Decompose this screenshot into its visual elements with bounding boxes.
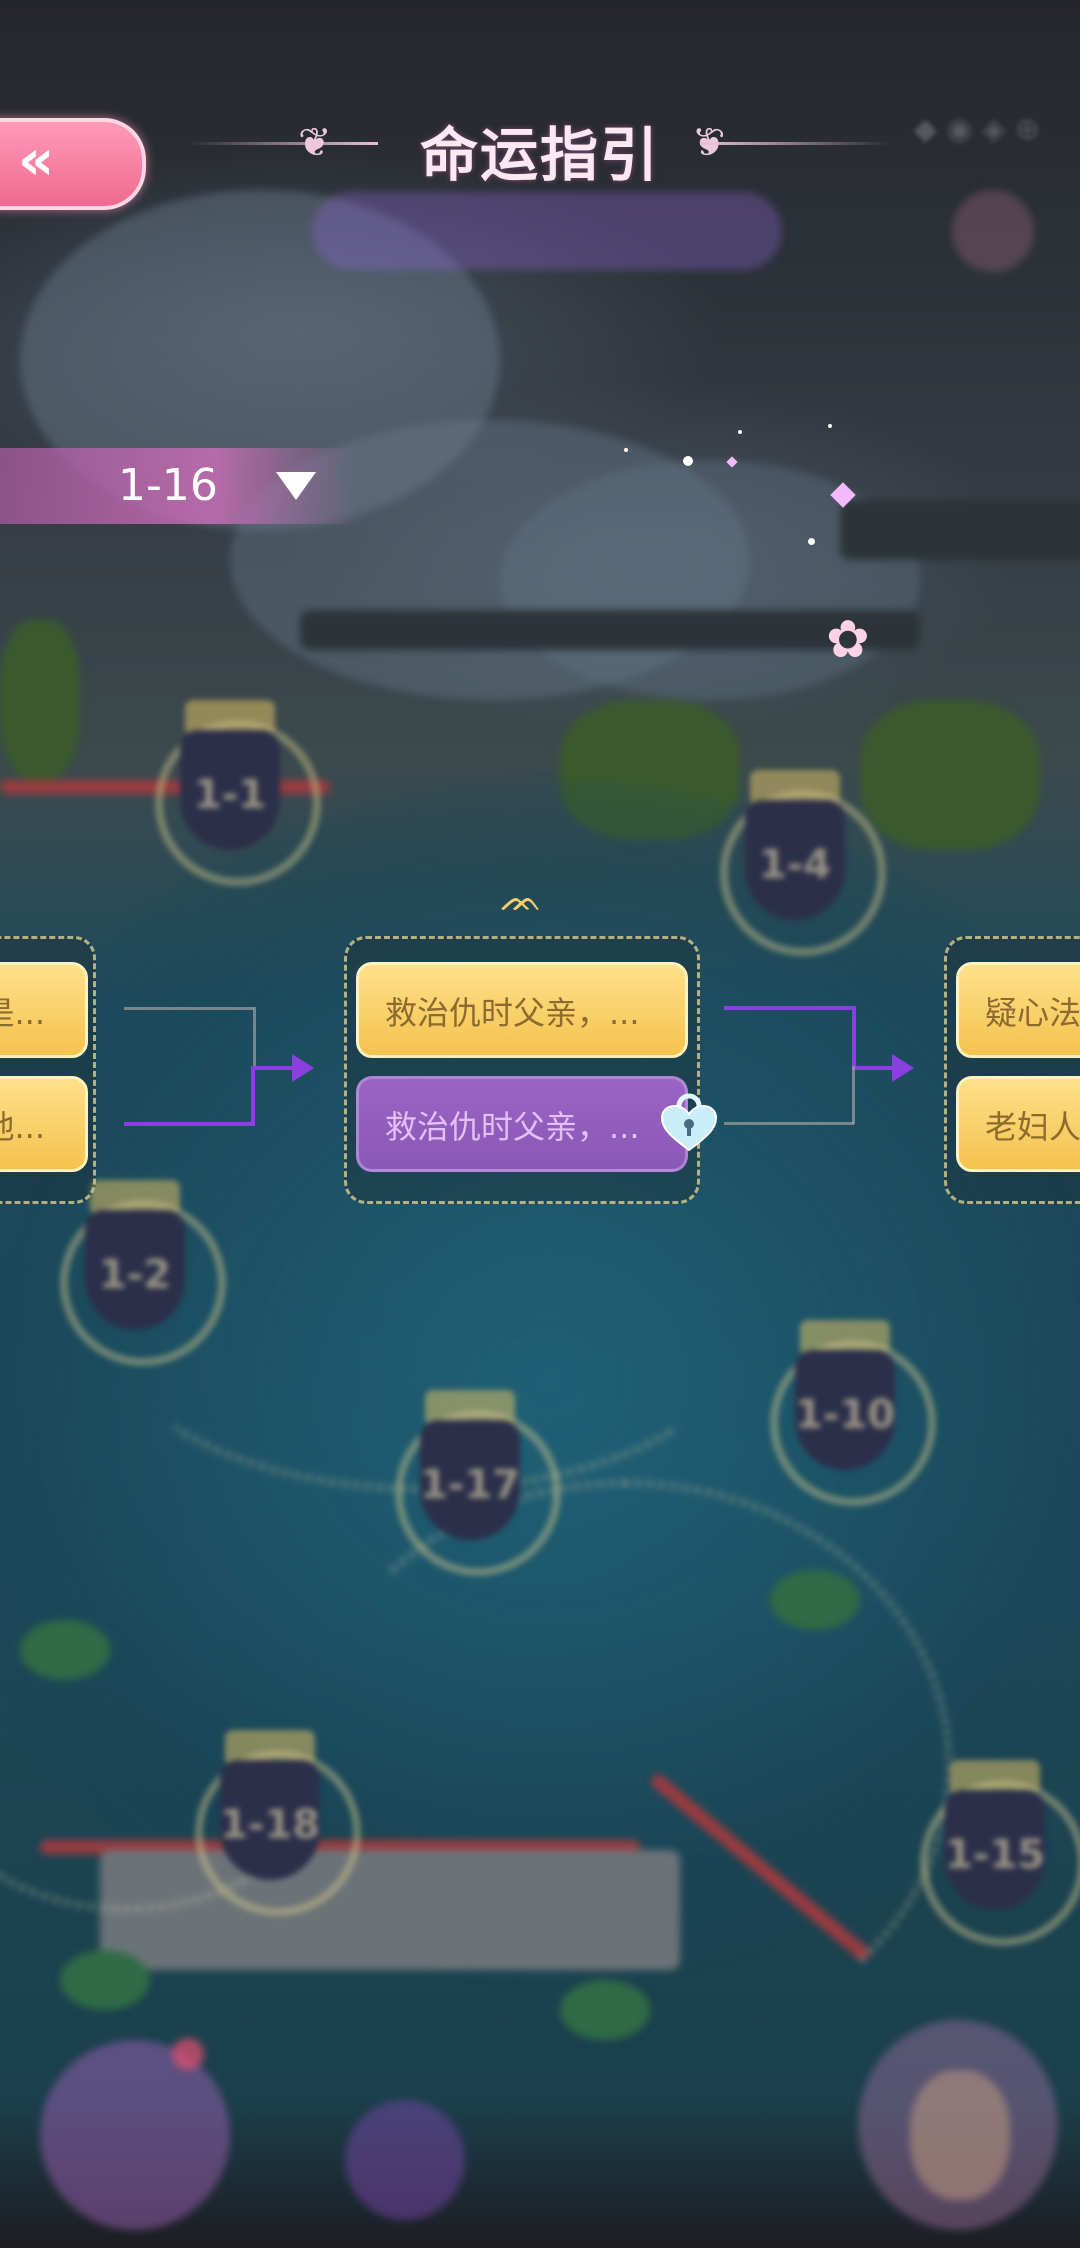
path-connector (852, 1066, 855, 1124)
constellation-button[interactable] (345, 2100, 465, 2220)
path-connector (724, 1122, 854, 1125)
sparkle (808, 538, 815, 545)
branch-left-choice-top[interactable]: 是... (0, 962, 88, 1058)
path-connector-active (251, 1066, 297, 1070)
branch-center-choice-top[interactable]: 救治仇时父亲，... (356, 962, 688, 1058)
path-connector-active (724, 1006, 856, 1010)
dropdown-triangle-icon[interactable] (276, 472, 316, 500)
arrow-right-icon (892, 1054, 914, 1082)
chapter-selector-value: 1-16 (118, 460, 218, 511)
blossom-icon: ✿ (826, 610, 870, 670)
level-node-1-15: 1-15 (920, 1760, 1080, 1946)
back-button[interactable]: « (0, 118, 146, 210)
level-node-1-1: 1-1 (155, 700, 321, 886)
crown-ornament-icon: ᨏ (0, 880, 40, 930)
branch-left-choice-bottom[interactable]: 他... (0, 1076, 88, 1172)
title-ornament-right (700, 142, 890, 145)
sparkle (683, 456, 693, 466)
crown-ornament-icon: ᨏ (1026, 880, 1080, 930)
sparkle (828, 424, 832, 428)
crown-ornament-icon: ᨏ (499, 880, 543, 920)
path-connector-active (251, 1066, 255, 1126)
branch-right-choice-bottom[interactable]: 老妇人 (956, 1076, 1080, 1172)
profile-ghost-icon (952, 190, 1034, 272)
path-connector-active (852, 1066, 896, 1070)
level-node-1-17: 1-17 (395, 1390, 561, 1576)
level-node-1-4: 1-4 (720, 770, 886, 956)
path-connector-active (124, 1122, 254, 1126)
branch-center-choice-bottom-locked[interactable]: 救治仇时父亲，... (356, 1076, 688, 1172)
journal-button[interactable] (40, 2040, 230, 2230)
heart-lock-icon (660, 1093, 718, 1152)
sparkle (624, 448, 628, 452)
branch-right-choice-top[interactable]: 疑心法 (956, 962, 1080, 1058)
title-ornament-left (188, 142, 378, 145)
arrow-right-icon (292, 1054, 314, 1082)
flourish-left-icon: ❦ (298, 120, 332, 166)
level-node-1-2: 1-2 (60, 1180, 226, 1366)
currency-hud: ◆ ◉ ◈ ⊕ (913, 112, 1040, 147)
path-connector (124, 1007, 254, 1010)
level-node-1-10: 1-10 (770, 1320, 936, 1506)
chapter-banner-ghost (312, 192, 782, 270)
character-face (910, 2070, 1010, 2200)
path-connector-active (852, 1006, 856, 1068)
sparkle (738, 430, 742, 434)
page-title: 命运指引 (419, 121, 660, 189)
notification-badge (172, 2038, 204, 2070)
path-connector (253, 1007, 256, 1067)
level-node-1-18: 1-18 (195, 1730, 361, 1916)
